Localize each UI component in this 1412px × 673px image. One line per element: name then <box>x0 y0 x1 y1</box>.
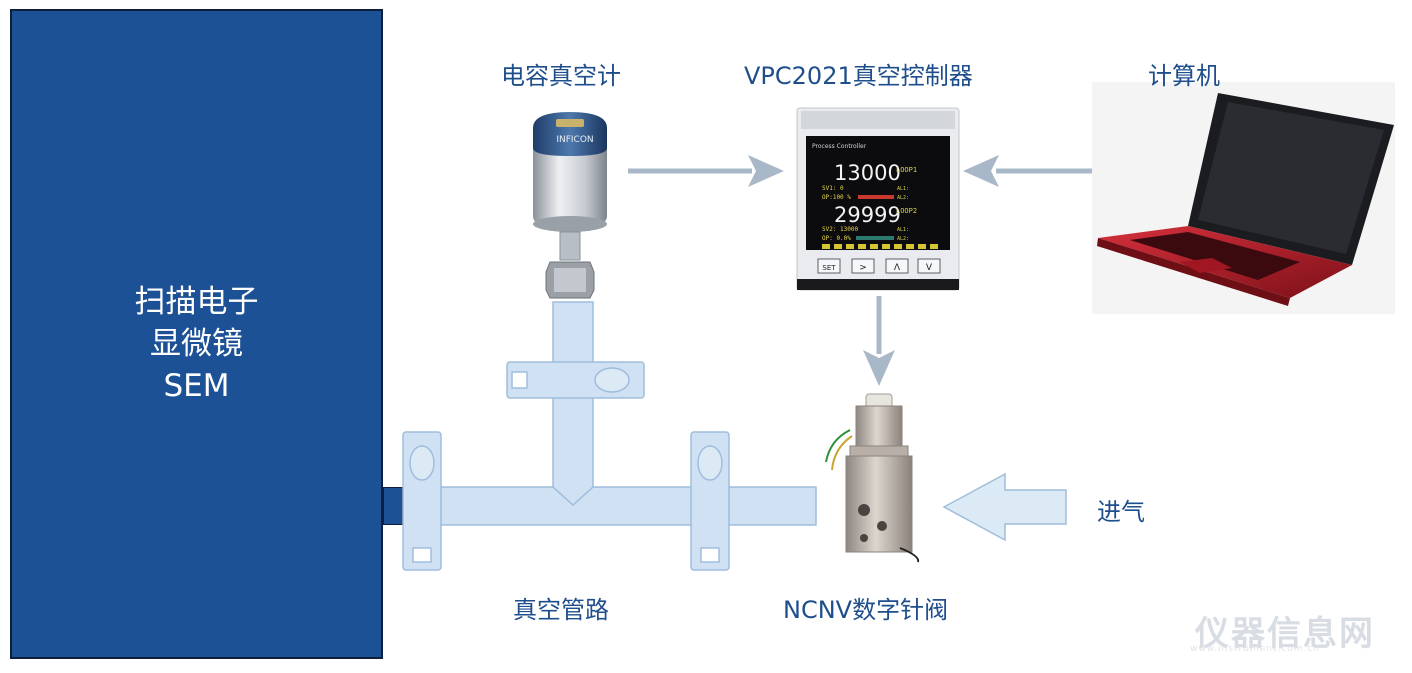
inlet-arrow <box>942 472 1067 542</box>
controller-al1-a: AL1: <box>897 186 909 192</box>
controller-header: Process Controller <box>812 143 867 150</box>
controller-sv1: SV1: 0 <box>822 185 844 192</box>
controller-right-button: > <box>859 263 867 273</box>
controller-down-button: V <box>926 263 933 273</box>
vpc-controller: Process Controller 13000 LOOP1 SV1: 0 OP… <box>796 107 960 291</box>
needle-valve <box>825 393 920 563</box>
controller-op1: OP:100 % <box>822 194 851 201</box>
gauge-label: 电容真空计 <box>501 62 621 90</box>
controller-pv1: 13000 <box>834 161 901 185</box>
valve-label: NCNV数字针阀 <box>783 596 949 624</box>
vertical-clamp <box>506 361 645 399</box>
watermark-logo: 仪器信息网 <box>1195 614 1375 654</box>
arrow-gauge-to-controller <box>628 155 784 187</box>
controller-al2-a: AL2: <box>897 195 909 201</box>
laptop <box>1092 82 1395 314</box>
sem-label-line2: 显微镜 <box>150 326 243 362</box>
gauge-brand: INFICON <box>556 135 593 145</box>
controller-loop1: LOOP1 <box>896 166 917 174</box>
pipe-label: 真空管路 <box>513 596 609 624</box>
controller-label: VPC2021真空控制器 <box>744 62 973 90</box>
sem-block: 扫描电子 显微镜 SEM <box>10 9 383 659</box>
controller-sv2: SV2: 13000 <box>822 226 859 233</box>
controller-up-button: Λ <box>894 263 901 273</box>
arrow-controller-to-valve <box>863 296 895 386</box>
pipe-vertical <box>552 301 594 507</box>
controller-op2: OP: 0.0% <box>822 235 851 242</box>
capacitance-gauge: INFICON <box>533 112 607 299</box>
computer-label: 计算机 <box>1148 62 1220 90</box>
sem-label: 扫描电子 显微镜 SEM <box>12 281 381 407</box>
inlet-label: 进气 <box>1097 498 1145 526</box>
pipe-horizontal <box>440 486 817 526</box>
controller-pv2: 29999 <box>834 203 901 227</box>
right-clamp <box>690 431 730 571</box>
vacuum-pipe <box>440 301 817 526</box>
controller-set-button: SET <box>822 264 836 272</box>
left-clamp <box>402 431 442 571</box>
sem-label-line3: SEM <box>163 368 230 404</box>
controller-loop2: LOOP2 <box>896 207 917 215</box>
controller-al2-b: AL2: <box>897 236 909 242</box>
sem-label-line1: 扫描电子 <box>134 284 259 320</box>
controller-al1-b: AL1: <box>897 227 909 233</box>
watermark-url: www.instrument.com.cn <box>1190 644 1321 654</box>
